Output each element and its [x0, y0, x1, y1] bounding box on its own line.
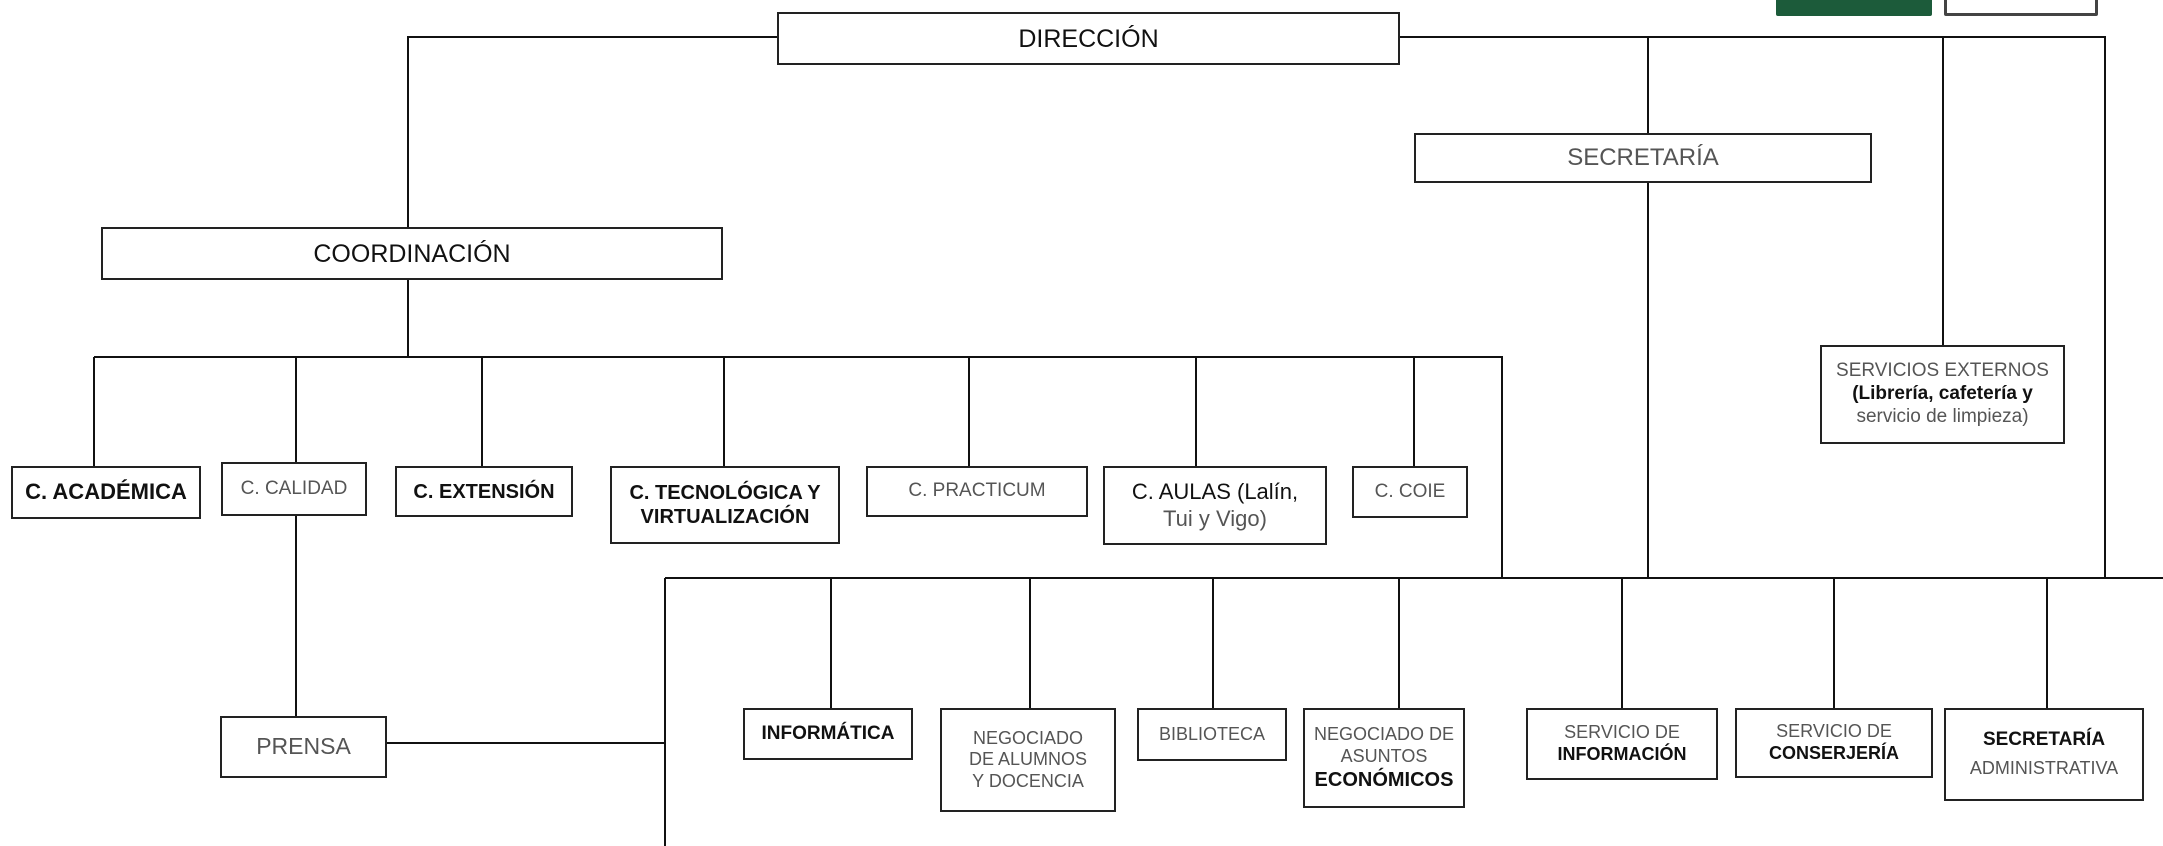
c-aulas-line1: C. AULAS (Lalín, [1131, 479, 1299, 505]
negociado-alumnos-line1: NEGOCIADO [972, 727, 1083, 748]
secretaria-box: SECRETARÍA [1414, 133, 1872, 183]
coordinacion-box: COORDINACIÓN [101, 227, 723, 280]
c-extension-box: C. EXTENSIÓN [395, 466, 573, 517]
negociado-asuntos-line2: ASUNTOS [1340, 746, 1428, 766]
negociado-alumnos-line3: Y DOCENCIA [972, 770, 1084, 791]
c-tecnologica-line2: VIRTUALIZACIÓN [640, 506, 810, 528]
c-academica-label: C. ACADÉMICA [25, 479, 187, 505]
informatica-box: INFORMÁTICA [743, 708, 913, 760]
c-calidad-label: C. CALIDAD [240, 477, 348, 499]
servicio-informacion-line2: INFORMACIÓN [1557, 744, 1687, 764]
c-tecnologica-box: C. TECNOLÓGICA Y VIRTUALIZACIÓN [610, 466, 840, 544]
prensa-label: PRENSA [256, 733, 351, 760]
biblioteca-label: BIBLIOTECA [1158, 723, 1266, 744]
negociado-asuntos-box: NEGOCIADO DE ASUNTOS ECONÓMICOS [1303, 708, 1465, 808]
c-practicum-box: C. PRACTICUM [866, 466, 1088, 517]
c-coie-label: C. COIE [1374, 480, 1446, 502]
direccion-box: DIRECCIÓN [777, 12, 1400, 65]
direccion-label: DIRECCIÓN [1018, 24, 1159, 53]
logo-fragment-dark [1776, 0, 1932, 16]
prensa-box: PRENSA [220, 716, 387, 778]
c-aulas-line2: Tui y Vigo) [1163, 505, 1267, 531]
c-calidad-box: C. CALIDAD [221, 462, 367, 516]
servicio-informacion-box: SERVICIO DE INFORMACIÓN [1526, 708, 1718, 780]
c-coie-box: C. COIE [1352, 466, 1468, 518]
c-academica-box: C. ACADÉMICA [11, 466, 201, 519]
secretaria-administrativa-line1: SECRETARÍA [1982, 729, 2106, 751]
negociado-alumnos-box: NEGOCIADO DE ALUMNOS Y DOCENCIA [940, 708, 1116, 812]
logo-fragment-light [1944, 0, 2098, 16]
negociado-asuntos-line3: ECONÓMICOS [1314, 768, 1454, 791]
servicio-conserjeria-line1: SERVICIO DE [1776, 721, 1892, 742]
servicio-conserjeria-line2: CONSERJERÍA [1768, 743, 1900, 763]
servicios-externos-line2: (Librería, cafetería y [1852, 383, 2033, 405]
secretaria-label: SECRETARÍA [1567, 143, 1719, 171]
secretaria-administrativa-box: SECRETARÍA ADMINISTRATIVA [1944, 708, 2144, 801]
secretaria-administrativa-line2: ADMINISTRATIVA [1969, 758, 2119, 779]
coordinacion-label: COORDINACIÓN [313, 239, 511, 268]
c-aulas-box: C. AULAS (Lalín, Tui y Vigo) [1103, 466, 1327, 545]
servicios-externos-line1: SERVICIOS EXTERNOS [1836, 360, 2049, 382]
servicio-informacion-line1: SERVICIO DE [1564, 722, 1680, 743]
c-extension-label: C. EXTENSIÓN [413, 480, 555, 503]
servicios-externos-line3: servicio de limpieza) [1856, 405, 2029, 427]
c-practicum-label: C. PRACTICUM [908, 480, 1046, 502]
servicios-externos-box: SERVICIOS EXTERNOS (Librería, cafetería … [1820, 345, 2065, 444]
negociado-alumnos-line2: DE ALUMNOS [968, 749, 1088, 770]
c-tecnologica-line1: C. TECNOLÓGICA Y [629, 482, 821, 504]
servicio-conserjeria-box: SERVICIO DE CONSERJERÍA [1735, 708, 1933, 778]
negociado-asuntos-line1: NEGOCIADO DE [1313, 724, 1455, 745]
informatica-label: INFORMÁTICA [761, 722, 895, 744]
biblioteca-box: BIBLIOTECA [1137, 708, 1287, 761]
